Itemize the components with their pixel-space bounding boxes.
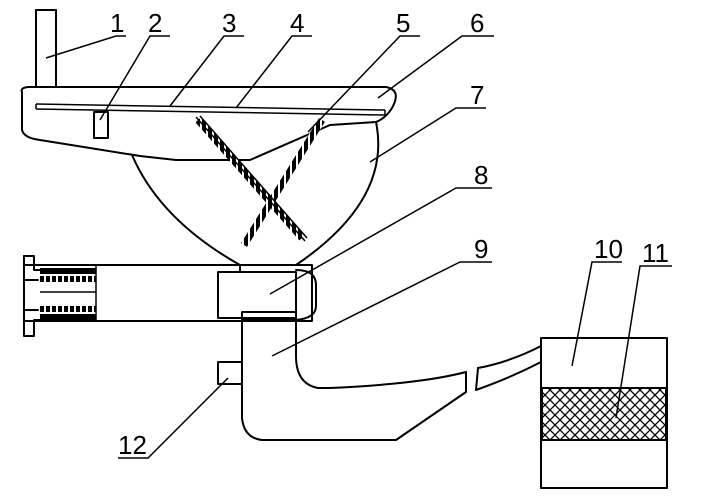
label-12: 12 [118,430,147,460]
label-6: 6 [470,8,484,38]
label-8: 8 [474,160,488,190]
connector-pipe [475,345,542,391]
label-5: 5 [396,8,410,38]
label-1: 1 [110,8,124,38]
label-9: 9 [474,234,488,264]
flush-plate [35,103,386,116]
label-7: 7 [470,80,484,110]
leader-lines [45,35,672,459]
label-3: 3 [222,8,236,38]
toilet-rim [20,86,397,161]
valve-section [23,264,317,322]
inlet-port [217,361,243,385]
label-2: 2 [148,8,162,38]
actuator-assembly [23,255,97,337]
drain-pipe [241,311,467,441]
sensor-block [93,111,109,139]
label-10: 10 [594,234,623,264]
label-4: 4 [290,8,304,38]
spray-rods [195,115,325,247]
storage-tank [540,337,668,489]
part-labels: 1 2 3 4 5 6 7 8 9 10 11 12 [110,8,669,460]
label-11: 11 [642,238,669,268]
inlet-pipe [35,9,57,87]
toilet-bowl [131,121,380,266]
